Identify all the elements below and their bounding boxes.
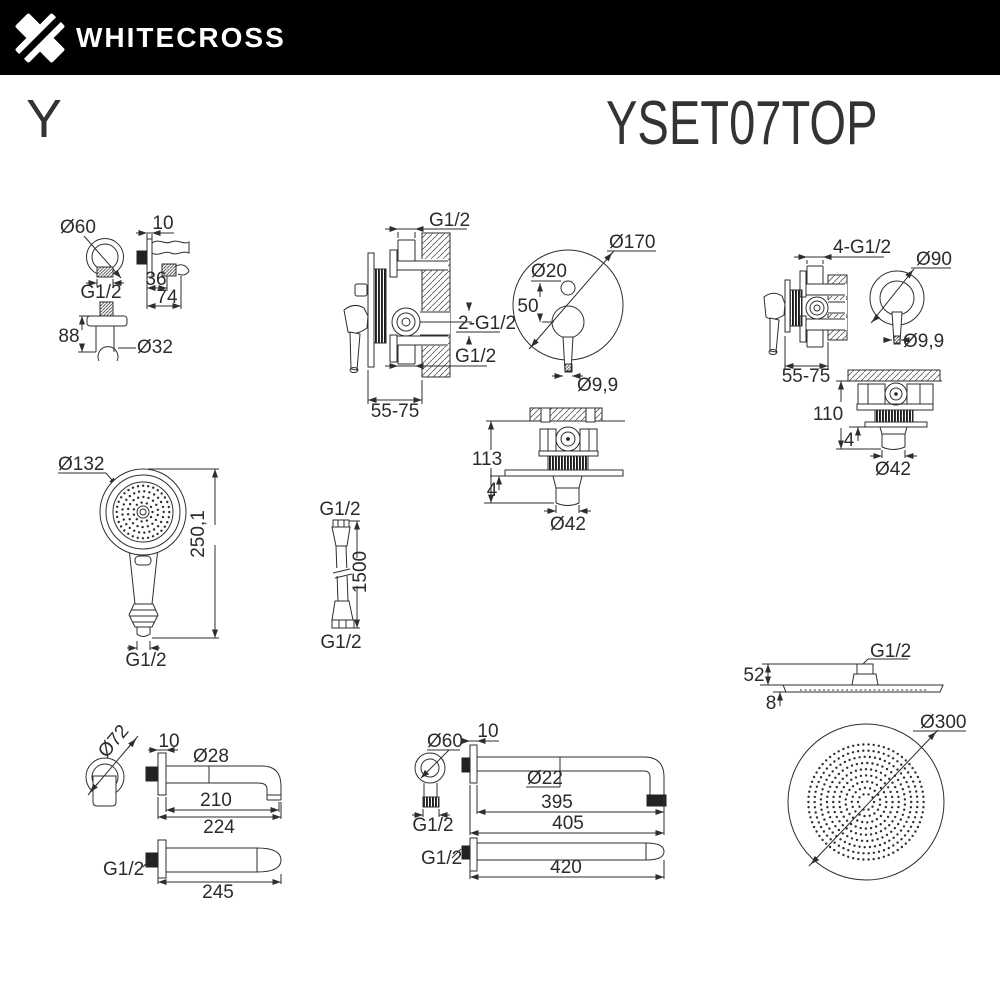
diagram-shower-arm: Ø60 G1/2 10 Ø22 395 bbox=[412, 721, 667, 880]
dim-arm-l420: 420 bbox=[550, 857, 582, 878]
dim-arm-d22: Ø22 bbox=[527, 768, 563, 789]
dim-spout-l245: 245 bbox=[202, 882, 234, 903]
diagram-bath-spout: Ø72 10 Ø28 210 224 G1/2 bbox=[85, 721, 282, 903]
dim-hand-g12: G1/2 bbox=[125, 650, 166, 671]
dim-valvem-d42: Ø42 bbox=[550, 514, 586, 535]
dim-outlet-d32: Ø32 bbox=[137, 337, 173, 358]
dim-shmixer-d9: Ø9,9 bbox=[903, 331, 944, 352]
diagram-hose: G1/2 1500 G1/2 bbox=[319, 499, 371, 653]
dim-head-t8: 8 bbox=[766, 693, 777, 714]
diagram-ceiling-valve-mid: 113 4 Ø42 bbox=[472, 407, 625, 535]
dim-arm-l405: 405 bbox=[552, 813, 584, 834]
diagram-head-side: G1/2 52 8 bbox=[743, 641, 944, 714]
dim-hand-length: 250,1 bbox=[188, 510, 209, 558]
dim-mixer-depth: 55-75 bbox=[371, 401, 420, 422]
brand-header: WHITECROSS bbox=[0, 0, 1000, 75]
dim-outlet-l74: 74 bbox=[156, 287, 178, 308]
dim-mixer-d20: Ø20 bbox=[531, 261, 567, 282]
head-spray-dots bbox=[807, 743, 925, 861]
dim-arm-g12-bottom: G1/2 bbox=[421, 848, 462, 869]
dim-hose-g12-top: G1/2 bbox=[319, 499, 360, 520]
dim-head-h52: 52 bbox=[743, 665, 764, 686]
dim-spout-l224: 224 bbox=[203, 817, 235, 838]
dim-mixer-g12-top: G1/2 bbox=[429, 210, 470, 231]
dim-shmixer-4g12: 4-G1/2 bbox=[833, 237, 891, 258]
brand-name: WHITECROSS bbox=[76, 21, 286, 53]
diagram-bath-mixer-side: G1/2 2-G1/2 G1/2 55-75 bbox=[343, 210, 516, 422]
dim-spout-d28: Ø28 bbox=[193, 746, 229, 767]
dim-mixer-d9: Ø9,9 bbox=[577, 375, 618, 396]
dim-spout-t10: 10 bbox=[158, 731, 179, 752]
diagram-shower-mixer: 4-G1/2 55-75 Ø9,9 Ø90 bbox=[763, 237, 952, 387]
dim-head-g12: G1/2 bbox=[870, 641, 911, 662]
diagram-bath-mixer-front: Ø20 50 Ø9,9 Ø170 bbox=[512, 232, 656, 396]
dim-spout-l210: 210 bbox=[200, 790, 232, 811]
dim-spout-d72: Ø72 bbox=[94, 721, 133, 762]
dim-arm-d60: Ø60 bbox=[427, 731, 463, 752]
dim-valver-h110: 110 bbox=[813, 404, 843, 425]
dim-outlet-l36: 36 bbox=[145, 269, 166, 290]
diagram-hand-shower: Ø132 250,1 G1/2 bbox=[58, 454, 219, 671]
dim-shmixer-depth: 55-75 bbox=[782, 366, 831, 387]
diagram-wall-outlet-holder: Ø60 G1/2 88 Ø32 10 bbox=[58, 213, 190, 362]
dim-hose-g12-bottom: G1/2 bbox=[320, 632, 361, 653]
dim-head-d300: Ø300 bbox=[920, 712, 966, 733]
dim-shmixer-d90: Ø90 bbox=[916, 249, 952, 270]
whitecross-x-logo-icon bbox=[14, 11, 66, 64]
dim-valvem-h113: 113 bbox=[472, 449, 502, 470]
dim-hose-length: 1500 bbox=[350, 551, 371, 593]
dim-mixer-g12-bottom: G1/2 bbox=[455, 346, 496, 367]
dim-arm-g12-front: G1/2 bbox=[412, 815, 453, 836]
dim-valver-d42: Ø42 bbox=[875, 459, 911, 480]
dim-valver-t4: 4 bbox=[844, 430, 855, 451]
dim-hand-d132: Ø132 bbox=[58, 454, 104, 475]
hand-shower-spray-dots bbox=[115, 484, 171, 540]
dim-spout-g12: G1/2 bbox=[103, 859, 144, 880]
model-number-title: YSET07TOP bbox=[606, 89, 878, 158]
dim-outlet-d60: Ø60 bbox=[60, 217, 96, 238]
dim-outlet-t10: 10 bbox=[152, 213, 173, 234]
dim-mixer-h50: 50 bbox=[517, 296, 538, 317]
dim-outlet-h88: 88 bbox=[58, 326, 79, 347]
dim-arm-t10: 10 bbox=[477, 721, 498, 742]
dim-mixer-d170: Ø170 bbox=[609, 232, 655, 253]
diagram-head-top: Ø300 bbox=[787, 712, 966, 881]
dim-mixer-2g12: 2-G1/2 bbox=[458, 313, 516, 334]
diagram-ceiling-valve-right: 110 4 Ø42 bbox=[813, 369, 942, 480]
dim-outlet-g12: G1/2 bbox=[80, 282, 121, 303]
series-title: Y bbox=[26, 89, 63, 149]
dim-valvem-t4: 4 bbox=[487, 480, 498, 501]
dim-arm-l395: 395 bbox=[541, 792, 573, 813]
